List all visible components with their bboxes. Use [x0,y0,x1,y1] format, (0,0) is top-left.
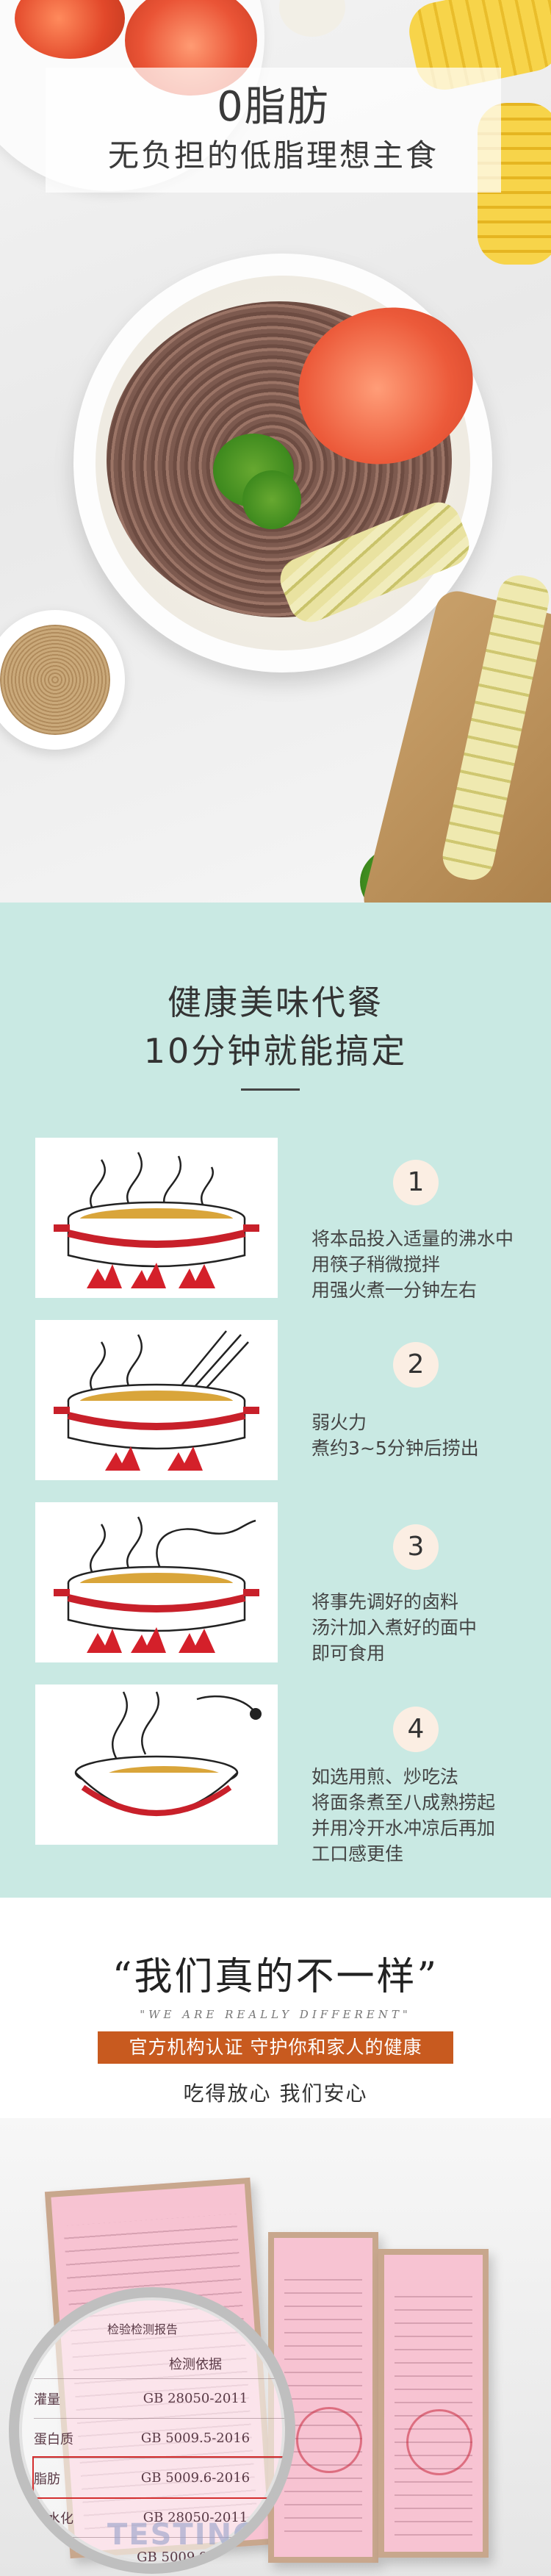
report-row-label: 蛋白质 [34,2431,73,2447]
report-row-value: GB 5009.6-2016 [140,2470,251,2486]
step-3-line: 将事先调好的卤料 [311,1591,459,1612]
report-row-label: 脂肪 [34,2471,60,2487]
step-3-illustration [35,1502,278,1662]
report-row-label: 灌量 [34,2392,60,2408]
step-4-line: 工口感更佳 [311,1843,404,1865]
step-3-line: 即可食用 [311,1643,386,1664]
certification-section: “我们真的不一样” "WE ARE REALLY DIFFERENT" 官方机构… [0,1898,551,2576]
steps-title-line2: 10分钟就能搞定 [143,1031,408,1071]
section-slogan: 吃得放心 我们安心 [183,2081,368,2106]
report-title: 检验检测报告 [107,2322,179,2336]
bowl-serving-icon [74,1691,262,1816]
step-2-line: 弱火力 [311,1412,367,1433]
step-4-line: 如选用煎、炒吃法 [311,1766,459,1787]
step-4-line: 并用冷开水冲凉后再加 [311,1818,496,1839]
broccoli-image [242,470,301,529]
step-1-illustration [35,1138,278,1298]
cooking-steps-section: 健康美味代餐 10分钟就能搞定 1 将本品投入适量的沸水中 用筷子稍微搅拌 用强… [0,903,551,1898]
step-2-number: 2 [393,1342,439,1388]
pot-pouring-icon [54,1516,259,1653]
pot-boiling-icon [54,1152,259,1288]
document-lines [284,2267,362,2542]
step-4-number: 4 [393,1707,439,1752]
step-3-number: 3 [393,1524,439,1570]
section-title: “我们真的不一样” [112,1955,439,1999]
pot-stirring-icon [54,1330,259,1471]
step-2-illustration [35,1320,278,1480]
hero-section: 0脂肪 无负担的低脂理想主食 [0,0,551,903]
report-row-value: GB 5009.5-2016 [140,2430,251,2446]
report-table: 检测依据 灌量 GB 28050-2011 蛋白质 GB 5009.5-2016… [32,2349,285,2565]
hero-subtitle: 无负担的低脂理想主食 [107,137,439,173]
garlic-image [279,0,345,37]
testing-watermark: TESTING [107,2518,259,2552]
hero-title: 0脂肪 [217,83,330,131]
hero-title-box: 0脂肪 无负担的低脂理想主食 [46,68,501,193]
report-table-header: 检测依据 [34,2349,285,2378]
step-1-description: 将本品投入适量的沸水中 用筷子稍微搅拌 用强火煮一分钟左右 [311,1226,539,1303]
step-2-line: 煮约3~5分钟后捞出 [311,1438,479,1459]
report-table-row: 碳水化 GB 28050-2011 [34,2497,285,2537]
step-4-description: 如选用煎、炒吃法 将面条煮至八成熟捞起 并用冷开水冲凉后再加 工口感更佳 [311,1764,539,1867]
official-stamp [406,2409,472,2475]
sesame-image [0,625,110,735]
step-4-illustration [35,1685,278,1845]
section-english-subtitle: "WE ARE REALLY DIFFERENT" [140,2008,411,2021]
step-1-line: 用强火煮一分钟左右 [311,1280,478,1301]
report-row-value: GB 5009.91-2017 [137,2550,254,2565]
report-row-value: GB 28050-2011 [143,2391,248,2406]
official-stamp [296,2407,362,2473]
magnifier-icon: 检验检测报告 检测依据 灌量 GB 28050-2011 蛋白质 GB 5009… [9,2287,295,2574]
report-table-row-highlighted: 脂肪 GB 5009.6-2016 [32,2456,285,2499]
step-4-line: 将面条煮至八成熟捞起 [311,1792,496,1813]
report-row-label: 碳水化 [34,2511,73,2527]
report-header-cell: 检测依据 [169,2357,222,2372]
report-table-row: 蛋白质 GB 5009.5-2016 [34,2418,285,2458]
report-table-row: 灌量 GB 28050-2011 [34,2378,285,2418]
step-3-description: 将事先调好的卤料 汤汁加入煮好的面中 即可食用 [311,1589,539,1666]
test-report-document [378,2249,489,2558]
step-1-number: 1 [393,1160,439,1205]
step-3-line: 汤汁加入煮好的面中 [311,1617,478,1638]
step-1-line: 用筷子稍微搅拌 [311,1254,441,1275]
certification-ribbon: 官方机构认证 守护你和家人的健康 [98,2031,453,2064]
report-row-value: GB 28050-2011 [143,2510,248,2525]
step-2-description: 弱火力 煮约3~5分钟后捞出 [311,1410,539,1461]
step-1-line: 将本品投入适量的沸水中 [311,1228,514,1249]
test-report-document [268,2232,378,2563]
steps-divider [241,1088,300,1091]
report-table-row: GB 5009.91-2017 [34,2537,285,2565]
steps-title-line1: 健康美味代餐 [168,983,383,1022]
